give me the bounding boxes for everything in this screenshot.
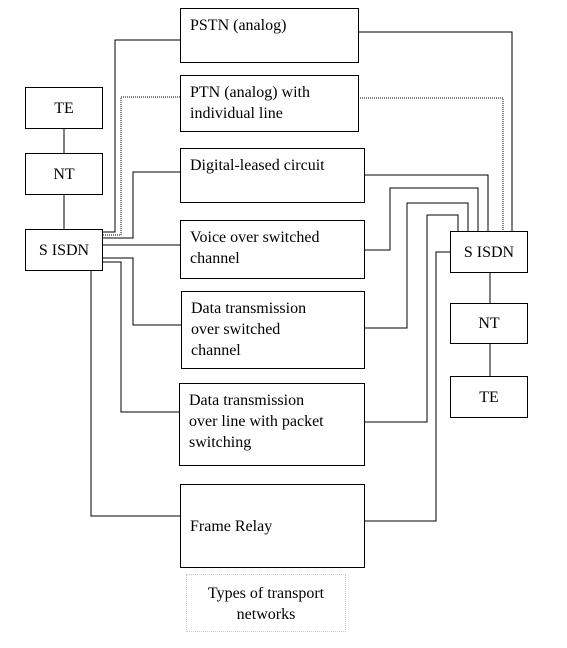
line-frame-relay-right xyxy=(365,251,450,522)
data-packet-label-line3: switching xyxy=(189,434,252,451)
data-switched-label-line3: channel xyxy=(191,342,241,359)
te-right-label: TE xyxy=(479,388,499,406)
data-switched-label-line2: over switched xyxy=(191,321,281,338)
line-left-leased xyxy=(103,171,181,239)
network-frame-relay: Frame Relay xyxy=(180,484,365,568)
network-digital-leased: Digital-leased circuit xyxy=(180,148,365,203)
isdn-switch-right: S ISDN xyxy=(450,231,528,273)
leased-label: Digital-leased circuit xyxy=(190,157,325,174)
line-left-data-packet xyxy=(103,261,181,413)
line-ptn-right xyxy=(358,97,504,232)
isdn-left-label: S ISDN xyxy=(38,241,90,259)
network-pstn: PSTN (analog) xyxy=(180,8,359,63)
te-left-label: TE xyxy=(54,99,74,117)
pstn-label: PSTN (analog) xyxy=(190,17,287,34)
data-switched-label-line1: Data transmission xyxy=(191,300,307,317)
line-data-switched-right xyxy=(365,202,469,329)
line-pstn-right xyxy=(358,31,513,232)
frame-relay-label: Frame Relay xyxy=(190,517,273,535)
isdn-switch-left: S ISDN xyxy=(25,229,103,271)
data-packet-label-line2: over line with packet xyxy=(189,413,324,430)
line-data-packet-right xyxy=(365,214,459,423)
nt-left-label: NT xyxy=(53,165,75,183)
isdn-right-label: S ISDN xyxy=(463,243,515,261)
line-left-frame-relay xyxy=(90,270,181,517)
network-data-switched: Data transmission over switched channel xyxy=(181,291,365,369)
network-termination-right: NT xyxy=(450,303,528,344)
line-left-pstn xyxy=(103,39,181,233)
nt-right-label: NT xyxy=(478,315,500,332)
terminal-equipment-left: TE xyxy=(25,87,103,129)
caption-line1: Types of transport xyxy=(207,585,325,602)
caption-line2: networks xyxy=(236,606,296,623)
voice-label-line1: Voice over switched xyxy=(190,229,320,246)
ptn-label-line2: individual line xyxy=(190,105,283,122)
line-left-ptn xyxy=(103,96,181,236)
network-ptn: PTN (analog) with individual line xyxy=(180,75,359,132)
data-packet-label-line1: Data transmission xyxy=(189,392,305,409)
line-voice-right xyxy=(365,187,479,251)
network-data-packet: Data transmission over line with packet … xyxy=(179,383,365,466)
terminal-equipment-right: TE xyxy=(450,376,528,418)
diagram-caption: Types of transport networks xyxy=(186,574,346,632)
line-left-data-switched xyxy=(103,257,181,326)
network-termination-left: NT xyxy=(25,153,103,195)
network-voice-switched: Voice over switched channel xyxy=(180,220,365,279)
line-leased-right xyxy=(365,174,489,232)
voice-label-line2: channel xyxy=(190,250,240,267)
ptn-label-line1: PTN (analog) with xyxy=(190,84,310,101)
